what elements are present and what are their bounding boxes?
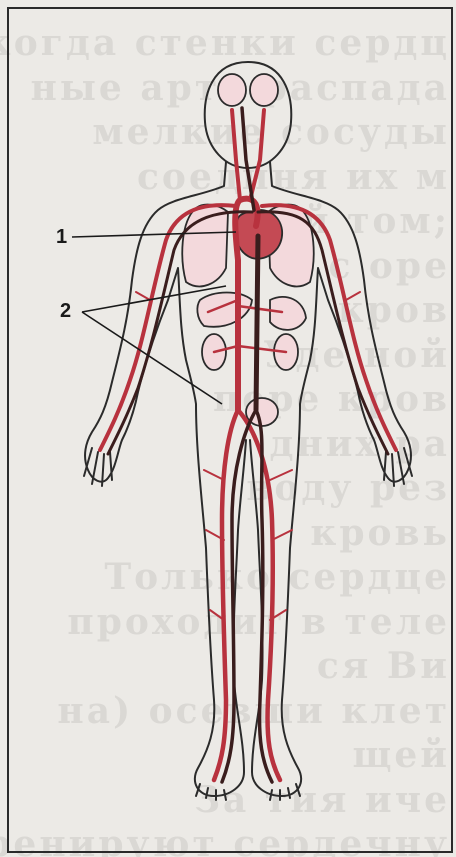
- callout-line-2b: [82, 312, 222, 404]
- label-1: 1: [56, 226, 67, 249]
- brain-right-lobe: [250, 74, 278, 106]
- brain-left-lobe: [218, 74, 246, 106]
- label-2: 2: [60, 300, 71, 323]
- stomach: [270, 297, 306, 330]
- veins: [108, 108, 388, 782]
- liver: [197, 293, 252, 327]
- organs: [182, 74, 313, 426]
